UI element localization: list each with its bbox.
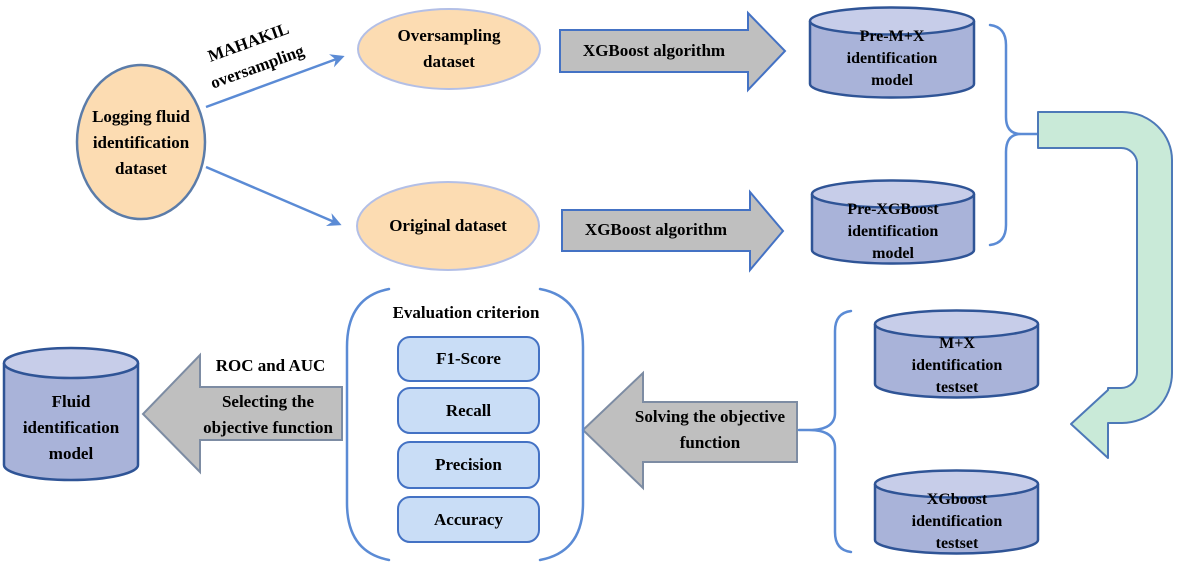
xgboost-testset-cylinder bbox=[873, 469, 1040, 555]
fluid-model-label: Fluid identification model bbox=[22, 392, 120, 463]
original-dataset-label: Original dataset bbox=[389, 216, 507, 235]
testsets-brace bbox=[797, 309, 853, 554]
criterion-label: Accuracy bbox=[434, 509, 503, 529]
green-feedback-arrow bbox=[1037, 111, 1173, 459]
mx-testset-label: M+X identification testset bbox=[911, 335, 1003, 396]
solving-arrow bbox=[581, 370, 798, 491]
evaluation-bracket-right bbox=[538, 287, 585, 562]
arrow-to-oversampling bbox=[205, 54, 345, 109]
selecting-objective-label: Selecting the objective function bbox=[203, 392, 333, 437]
criterion-box-recall: Recall bbox=[397, 387, 540, 434]
pre-mx-model-label: Pre-M+X identification model bbox=[846, 28, 938, 89]
mx-testset-cylinder bbox=[873, 309, 1040, 399]
models-brace bbox=[988, 23, 1039, 247]
xgboost-algorithm-top-label: XGBoost algorithm bbox=[582, 41, 726, 60]
pre-mx-model-cylinder bbox=[808, 6, 976, 99]
criterion-label: Recall bbox=[445, 400, 492, 420]
arrow-to-original bbox=[205, 165, 342, 227]
criterion-label: Precision bbox=[435, 455, 502, 474]
evaluation-criterion-title: Evaluation criterion bbox=[392, 303, 540, 322]
oversampling-dataset-ellipse bbox=[357, 8, 541, 90]
evaluation-bracket-left bbox=[345, 287, 391, 562]
pre-xgboost-model-label: Pre-XGBoost identification model bbox=[847, 201, 939, 262]
solving-objective-label: Solving the objective function bbox=[634, 407, 786, 452]
roc-auc-label: ROC and AUC bbox=[215, 356, 326, 375]
xgboost-arrow-top bbox=[559, 10, 787, 93]
criterion-label: F1-Score bbox=[436, 349, 501, 368]
xgboost-testset-label: XGboost identification testset bbox=[911, 491, 1003, 552]
xgboost-arrow-bottom bbox=[561, 189, 785, 273]
criterion-box-f1-score: F1-Score bbox=[397, 336, 540, 382]
criterion-box-accuracy: Accuracy bbox=[397, 496, 540, 543]
logging-dataset-label: Logging fluid identification dataset bbox=[92, 107, 190, 178]
fluid-model-cylinder bbox=[2, 346, 140, 482]
selecting-arrow bbox=[141, 352, 343, 475]
xgboost-algorithm-bottom-label: XGBoost algorithm bbox=[584, 220, 728, 239]
oversampling-dataset-label: Oversampling dataset bbox=[397, 26, 501, 71]
criterion-box-precision: Precision bbox=[397, 441, 540, 489]
logging-dataset-ellipse bbox=[75, 63, 207, 221]
original-dataset-ellipse bbox=[356, 181, 540, 271]
pre-xgboost-model-cylinder bbox=[810, 179, 976, 265]
